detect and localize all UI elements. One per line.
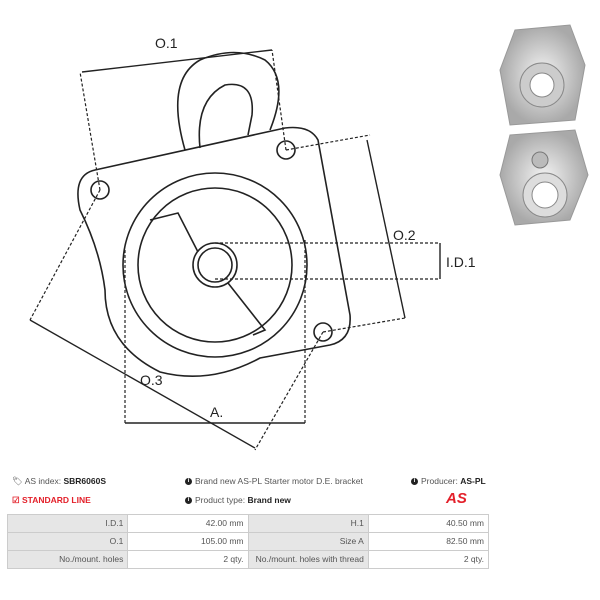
as-index: 🏷 AS index: SBR6060S (12, 476, 106, 486)
label-o3: O.3 (140, 372, 163, 388)
label-a: A. (210, 404, 223, 420)
standard-line-badge: ☑ STANDARD LINE (12, 495, 91, 505)
spec-key: I.D.1 (6, 514, 129, 533)
technical-drawing: O.1 O.2 O.3 I.D.1 A. (29, 35, 476, 451)
spec-key: No./mount. holes with thread (247, 550, 369, 569)
spec-value: 82.50 mm (367, 532, 490, 551)
spec-value: 42.00 mm (127, 514, 249, 533)
spec-key: Size A (247, 532, 369, 551)
spec-value: 105.00 mm (127, 532, 249, 551)
info-icon: i (411, 478, 418, 486)
tag-icon: 🏷 (12, 476, 23, 486)
as-logo: AS (446, 490, 467, 507)
spec-value: 2 qty. (367, 550, 490, 569)
spec-value: 2 qty. (127, 550, 249, 569)
label-o2: O.2 (393, 227, 416, 243)
spec-value: 40.50 mm (367, 514, 490, 533)
info-icon: i (185, 478, 192, 486)
bracket-outline (77, 126, 351, 377)
product-photos (499, 24, 589, 226)
label-o1: O.1 (155, 35, 178, 51)
bracket-loop (176, 51, 280, 151)
spec-key: No./mount. holes (6, 550, 129, 569)
label-id1: I.D.1 (446, 254, 476, 270)
info-icon: i (185, 497, 192, 505)
spec-key: O.1 (6, 532, 129, 551)
spec-key: H.1 (247, 514, 369, 533)
checkbox-icon: ☑ (12, 495, 20, 505)
